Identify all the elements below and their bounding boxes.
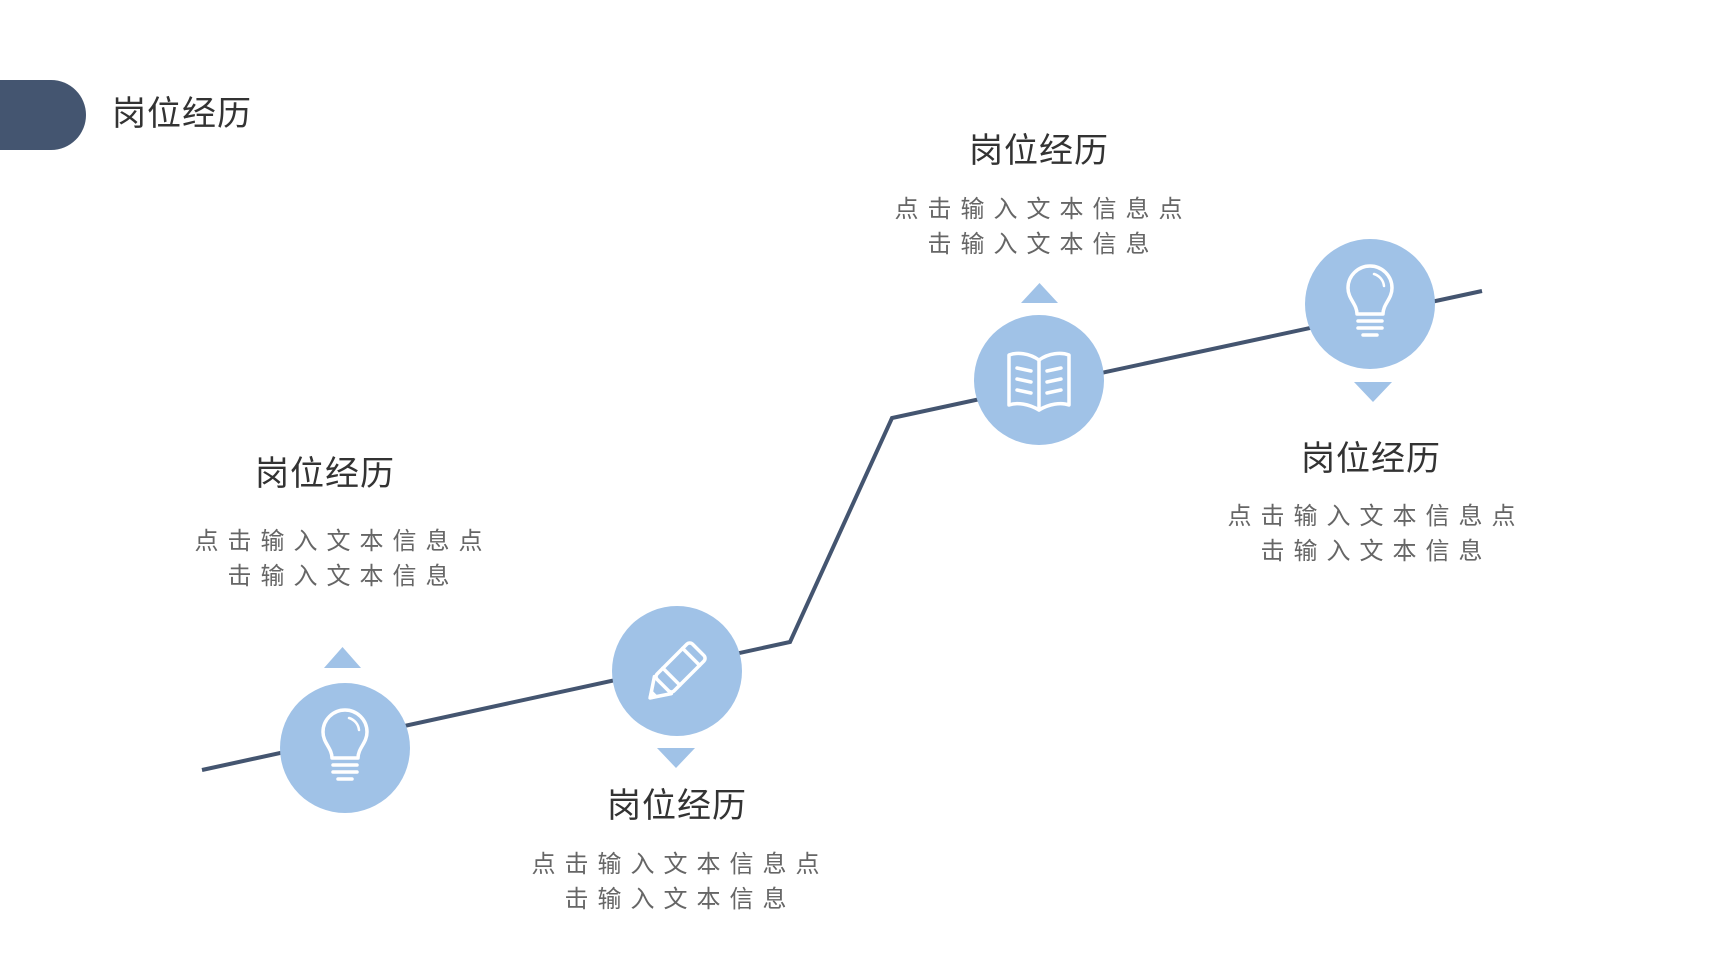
- node-3-description-line-1: 点击输入文本信息点: [894, 195, 1192, 223]
- pointer-up: [1021, 283, 1058, 303]
- node-3-description-line-2: 击输入文本信息: [927, 230, 1159, 258]
- node-3-title: 岗位经历: [969, 131, 1109, 171]
- node-1-description-line-1: 点击输入文本信息点: [194, 527, 492, 555]
- node-3-description: 点击输入文本信息点 击输入文本信息: [883, 192, 1203, 262]
- node-2-description-line-2: 击输入文本信息: [564, 885, 796, 913]
- node-2-title: 岗位经历: [607, 786, 747, 826]
- pointer-down: [657, 748, 695, 768]
- node-4-description-line-2: 击输入文本信息: [1260, 537, 1492, 565]
- timeline-node-3[interactable]: [974, 283, 1104, 445]
- timeline-node-4[interactable]: [1305, 239, 1435, 402]
- node-circle: [280, 683, 410, 813]
- header-tab: [0, 80, 86, 150]
- pointer-down: [1354, 382, 1392, 402]
- pencil-icon: [648, 641, 707, 700]
- timeline-path: [201, 289, 1483, 772]
- page-title: 岗位经历: [112, 94, 252, 134]
- node-1-title: 岗位经历: [255, 454, 395, 494]
- book-icon: [1007, 351, 1071, 412]
- node-2-description: 点击输入文本信息点 击输入文本信息: [520, 847, 840, 917]
- node-circle: [612, 606, 742, 736]
- node-1-description: 点击输入文本信息点 击输入文本信息: [183, 524, 503, 594]
- node-1-description-line-2: 击输入文本信息: [227, 562, 459, 590]
- node-circle: [1305, 239, 1435, 369]
- node-2-description-line-1: 点击输入文本信息点: [531, 850, 829, 878]
- lightbulb-icon: [321, 708, 369, 781]
- lightbulb-icon: [1346, 264, 1394, 337]
- node-4-title: 岗位经历: [1301, 439, 1441, 479]
- timeline-node-1[interactable]: [280, 647, 410, 813]
- node-4-description-line-1: 点击输入文本信息点: [1227, 502, 1525, 530]
- timeline-node-2[interactable]: [612, 606, 742, 768]
- pointer-up: [324, 647, 361, 668]
- node-4-description: 点击输入文本信息点 击输入文本信息: [1216, 499, 1536, 569]
